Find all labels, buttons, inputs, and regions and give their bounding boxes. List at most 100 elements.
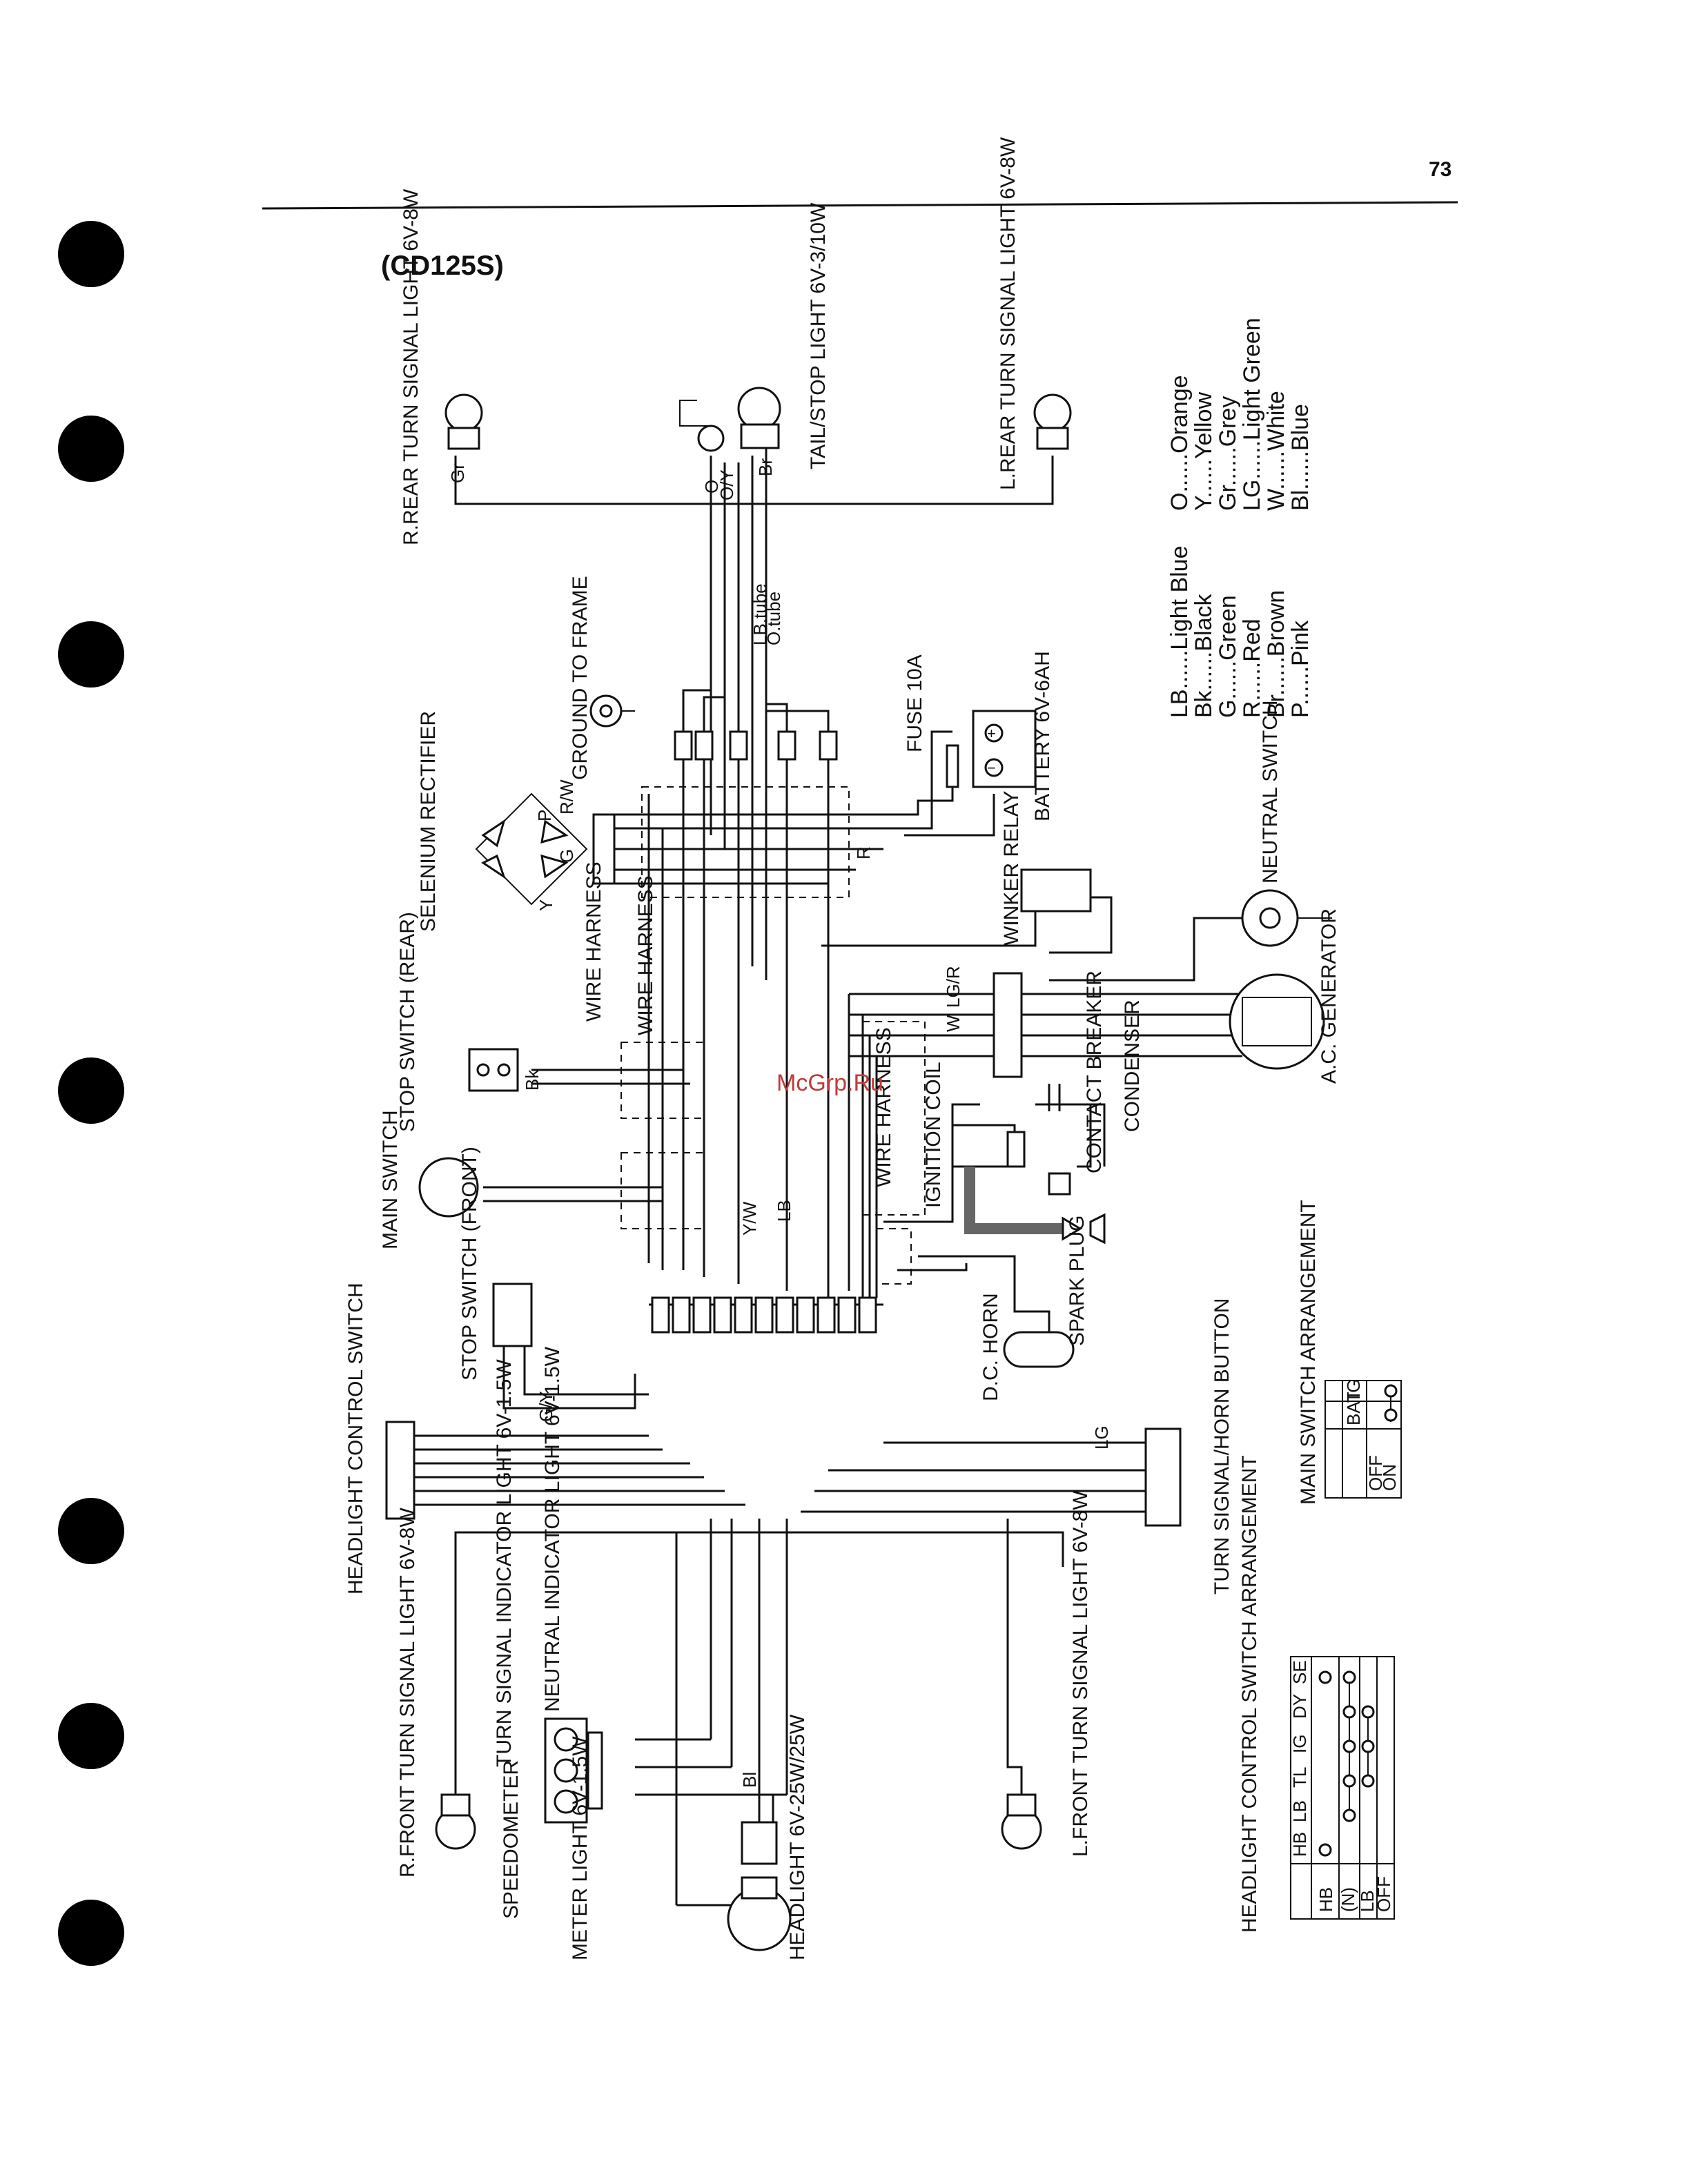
wire-code: O — [701, 480, 722, 494]
label-fuse: FUSE 10A — [903, 654, 926, 752]
label-headlight: HEADLIGHT 6V-25W/25W — [786, 1714, 809, 1960]
ignition-coil — [951, 1124, 1016, 1168]
page-number: 73 — [1429, 158, 1451, 181]
main-switch-row: ON — [1379, 1464, 1400, 1491]
wire-code: W — [943, 1015, 964, 1032]
fuse — [946, 744, 959, 788]
label-wire-harness-2: WIRE HARNESS — [634, 875, 657, 1035]
r-rear-turn-bulb — [444, 393, 483, 450]
binder-holes — [58, 221, 124, 1966]
spark-plug-lead — [964, 1167, 1106, 1245]
legend-item: P......Pink — [1287, 620, 1313, 718]
main-switch-arrangement: MAIN SWITCH ARRANGEMENT BAT IG OFF ON — [1297, 1200, 1402, 1505]
hl-switch-header: IG — [1289, 1735, 1310, 1753]
label-ignition-coil: IGNITION COIL — [922, 1062, 945, 1208]
ac-generator — [1229, 973, 1325, 1070]
main-switch-table-title: MAIN SWITCH ARRANGEMENT — [1297, 1200, 1320, 1505]
hl-switch-row: OFF — [1374, 1876, 1394, 1912]
label-l-rear-turn: L.REAR TURN SIGNAL LIGHT 6V-8W — [997, 137, 1019, 490]
label-meter-light: METER LIGHT 6V-1.5W — [569, 1736, 592, 1960]
wire-code: LB — [774, 1200, 794, 1222]
label-turn-indicator: TURN SIGNAL INDICATOR LIGHT 6V-1.5W — [493, 1359, 516, 1767]
legend-item: Br......Brown — [1263, 590, 1289, 718]
label-l-front-turn: L.FRONT TURN SIGNAL LIGHT 6V-8W — [1069, 1490, 1092, 1857]
hl-switch-row: LB — [1357, 1890, 1378, 1912]
svg-text:+: + — [987, 725, 996, 742]
color-legend-right: O......Orange Y......Yellow Gr......Grey… — [1166, 318, 1313, 511]
hl-switch-row: (N) — [1338, 1887, 1358, 1912]
wire-code: G — [556, 849, 577, 863]
hl-switch-row: HB — [1316, 1887, 1336, 1912]
wire-code: Bl — [739, 1772, 760, 1788]
label-r-front-turn: R.FRONT TURN SIGNAL LIGHT 6V-8W — [396, 1508, 419, 1878]
wire-code: LB.tube — [750, 583, 770, 645]
legend-item: Bl......Blue — [1287, 404, 1313, 511]
connector-bank — [651, 1296, 877, 1334]
label-wire-harness-1: WIRE HARNESS — [583, 861, 605, 1022]
label-headlight-ctrl: HEADLIGHT CONTROL SWITCH — [344, 1283, 367, 1595]
stop-switch-front — [492, 1283, 533, 1347]
contact-breaker — [1006, 1131, 1071, 1196]
label-selenium: SELENIUM RECTIFIER — [417, 711, 440, 932]
wire-code: Gr — [447, 463, 468, 483]
label-stop-front: STOP SWITCH (FRONT) — [458, 1147, 481, 1381]
legend-item: G......Green — [1215, 595, 1241, 718]
label-wire-harness-3: WIRE HARNESS — [872, 1027, 895, 1187]
model-title: (CD125S) — [381, 251, 504, 281]
hl-switch-header: LB — [1289, 1800, 1310, 1822]
ground-terminal — [589, 694, 635, 728]
label-neutral-indicator: NEUTRAL INDICATOR LIGHT 6V-1.5W — [541, 1346, 564, 1712]
label-contact-breaker: CONTACT BREAKER — [1083, 971, 1106, 1173]
wire-code: R/W — [556, 779, 577, 815]
generator-connector — [993, 972, 1023, 1078]
harness-outlines — [620, 786, 926, 1285]
r-front-turn-bulb — [435, 1793, 476, 1850]
label-turn-horn-btn: TURN SIGNAL/HORN BUTTON — [1211, 1298, 1233, 1595]
label-tail-stop: TAIL/STOP LIGHT 6V-3/10W — [807, 202, 830, 469]
wire-code: R — [853, 846, 874, 859]
wire-code: Br — [755, 458, 776, 476]
label-spark-plug: SPARK PLUG — [1066, 1215, 1088, 1346]
header-rule — [262, 201, 1458, 210]
main-switch-header: IG — [1343, 1379, 1364, 1398]
hl-switch-header: TL — [1289, 1767, 1310, 1788]
legend-item: Bk......Black — [1191, 594, 1217, 718]
l-rear-turn-bulb — [1033, 393, 1072, 450]
label-main-switch: MAIN SWITCH — [379, 1110, 402, 1249]
condenser — [1048, 1084, 1061, 1111]
wires — [414, 449, 1242, 1907]
hl-switch-header: HB — [1289, 1832, 1310, 1857]
wire-code: Y/W — [739, 1201, 760, 1236]
legend-item: W......White — [1263, 391, 1289, 511]
speedometer-lamps — [544, 1717, 603, 1824]
rear-connectors — [674, 730, 838, 761]
headlight-bulb — [727, 1821, 792, 1951]
wire-code: G/Y — [536, 1391, 556, 1422]
main-switch-row: OFF — [1365, 1455, 1386, 1491]
label-ground-frame: GROUND TO FRAME — [569, 576, 592, 780]
color-legend-left: LB......Light Blue Bk......Black G......… — [1166, 546, 1313, 719]
wire-code: LG — [1091, 1425, 1112, 1450]
main-switch — [418, 1157, 479, 1218]
hl-switch-header: SE — [1289, 1660, 1310, 1684]
tail-stop-bulb — [679, 387, 781, 452]
battery: − + — [972, 710, 1037, 788]
stop-switch-rear — [468, 1048, 519, 1092]
headlight-switch-arrangement: HEADLIGHT CONTROL SWITCH ARRANGEMENT HB … — [1238, 1455, 1395, 1933]
dc-horn — [1003, 1331, 1075, 1368]
headlight-control-switch — [385, 1421, 416, 1520]
wire-code: O.tube — [763, 592, 784, 645]
label-r-rear-turn: R.REAR TURN SIGNAL LIGHT 6V-8W — [400, 188, 422, 545]
label-winker-relay: WINKER RELAY — [1000, 791, 1023, 946]
label-battery: BATTERY 6V-6AH — [1031, 651, 1054, 821]
label-ac-generator: A.C. GENERATOR — [1318, 908, 1340, 1084]
selenium-rectifier — [475, 792, 616, 906]
winker-relay — [1020, 868, 1092, 913]
label-stop-rear: STOP SWITCH (REAR) — [396, 912, 419, 1132]
l-front-turn-bulb — [1001, 1793, 1042, 1850]
wire-code-labels: Gr O O/Y Br LB.tube O.tube R/W P Y G R B… — [447, 458, 1112, 1788]
component-labels: R.REAR TURN SIGNAL LIGHT 6V-8W TAIL/STOP… — [344, 137, 1340, 1960]
svg-text:−: − — [987, 759, 996, 777]
legend-item: LG......Light Green — [1239, 318, 1265, 511]
turn-horn-button — [1144, 1427, 1182, 1527]
